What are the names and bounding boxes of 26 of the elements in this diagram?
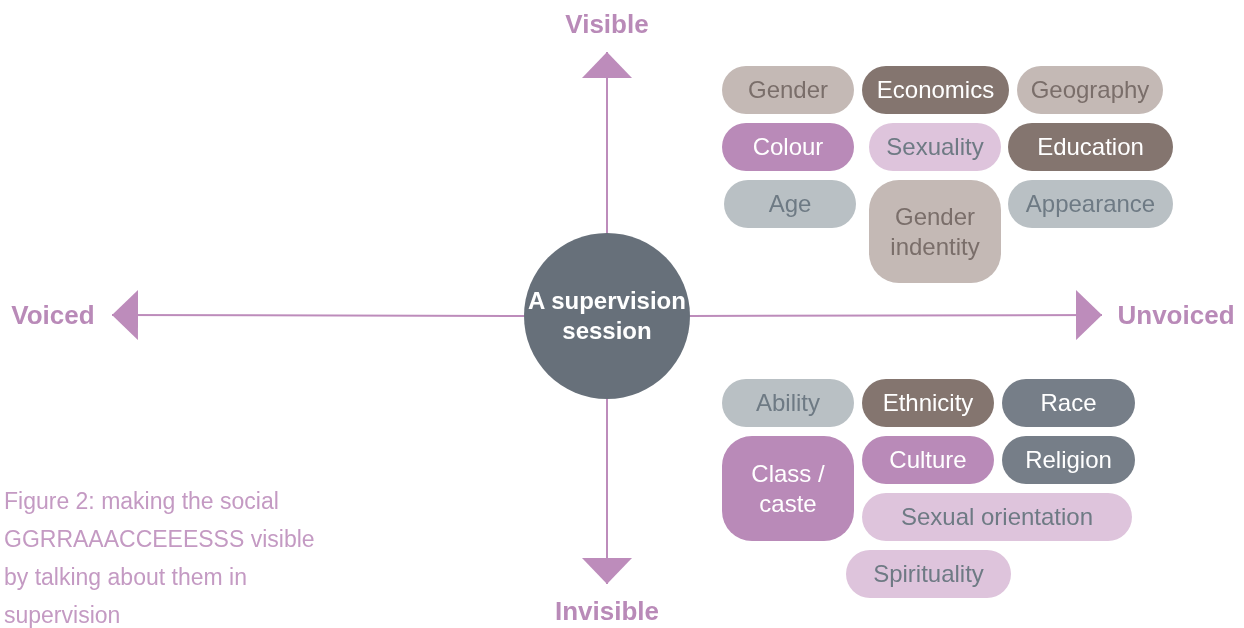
- axis-label: Visible: [555, 6, 659, 42]
- category-pill: Ability: [722, 379, 854, 427]
- category-pill: Culture: [862, 436, 994, 484]
- category-pill: Sexuality: [869, 123, 1001, 171]
- figure-caption: Figure 2: making the social GGRRAAACCEEESSS visible by talking about them in supervision: [4, 487, 316, 628]
- category-pill: Ethnicity: [862, 379, 994, 427]
- category-pill: Colour: [722, 123, 854, 171]
- category-pill: Education: [1008, 123, 1173, 171]
- category-pill: Religion: [1002, 436, 1135, 484]
- axis-arrow: [689, 290, 1103, 341]
- category-pill: Gender: [722, 66, 854, 114]
- category-pill: Geography: [1017, 66, 1163, 114]
- axis-arrow: [111, 290, 525, 341]
- category-pill: Economics: [862, 66, 1009, 114]
- category-pill: Gender indentity: [869, 180, 1001, 283]
- axis-arrow: [582, 398, 632, 585]
- axis-label: Unvoiced: [1112, 297, 1240, 333]
- axis-arrow: [582, 51, 632, 234]
- category-pill: Sexual orientation: [862, 493, 1132, 541]
- axis-label: Voiced: [4, 297, 102, 333]
- axis-label: Invisible: [548, 594, 666, 628]
- category-pill: Age: [724, 180, 856, 228]
- category-pill: Race: [1002, 379, 1135, 427]
- category-pill: Spirituality: [846, 550, 1011, 598]
- category-pill: Class / caste: [722, 436, 854, 541]
- category-pill: Appearance: [1008, 180, 1173, 228]
